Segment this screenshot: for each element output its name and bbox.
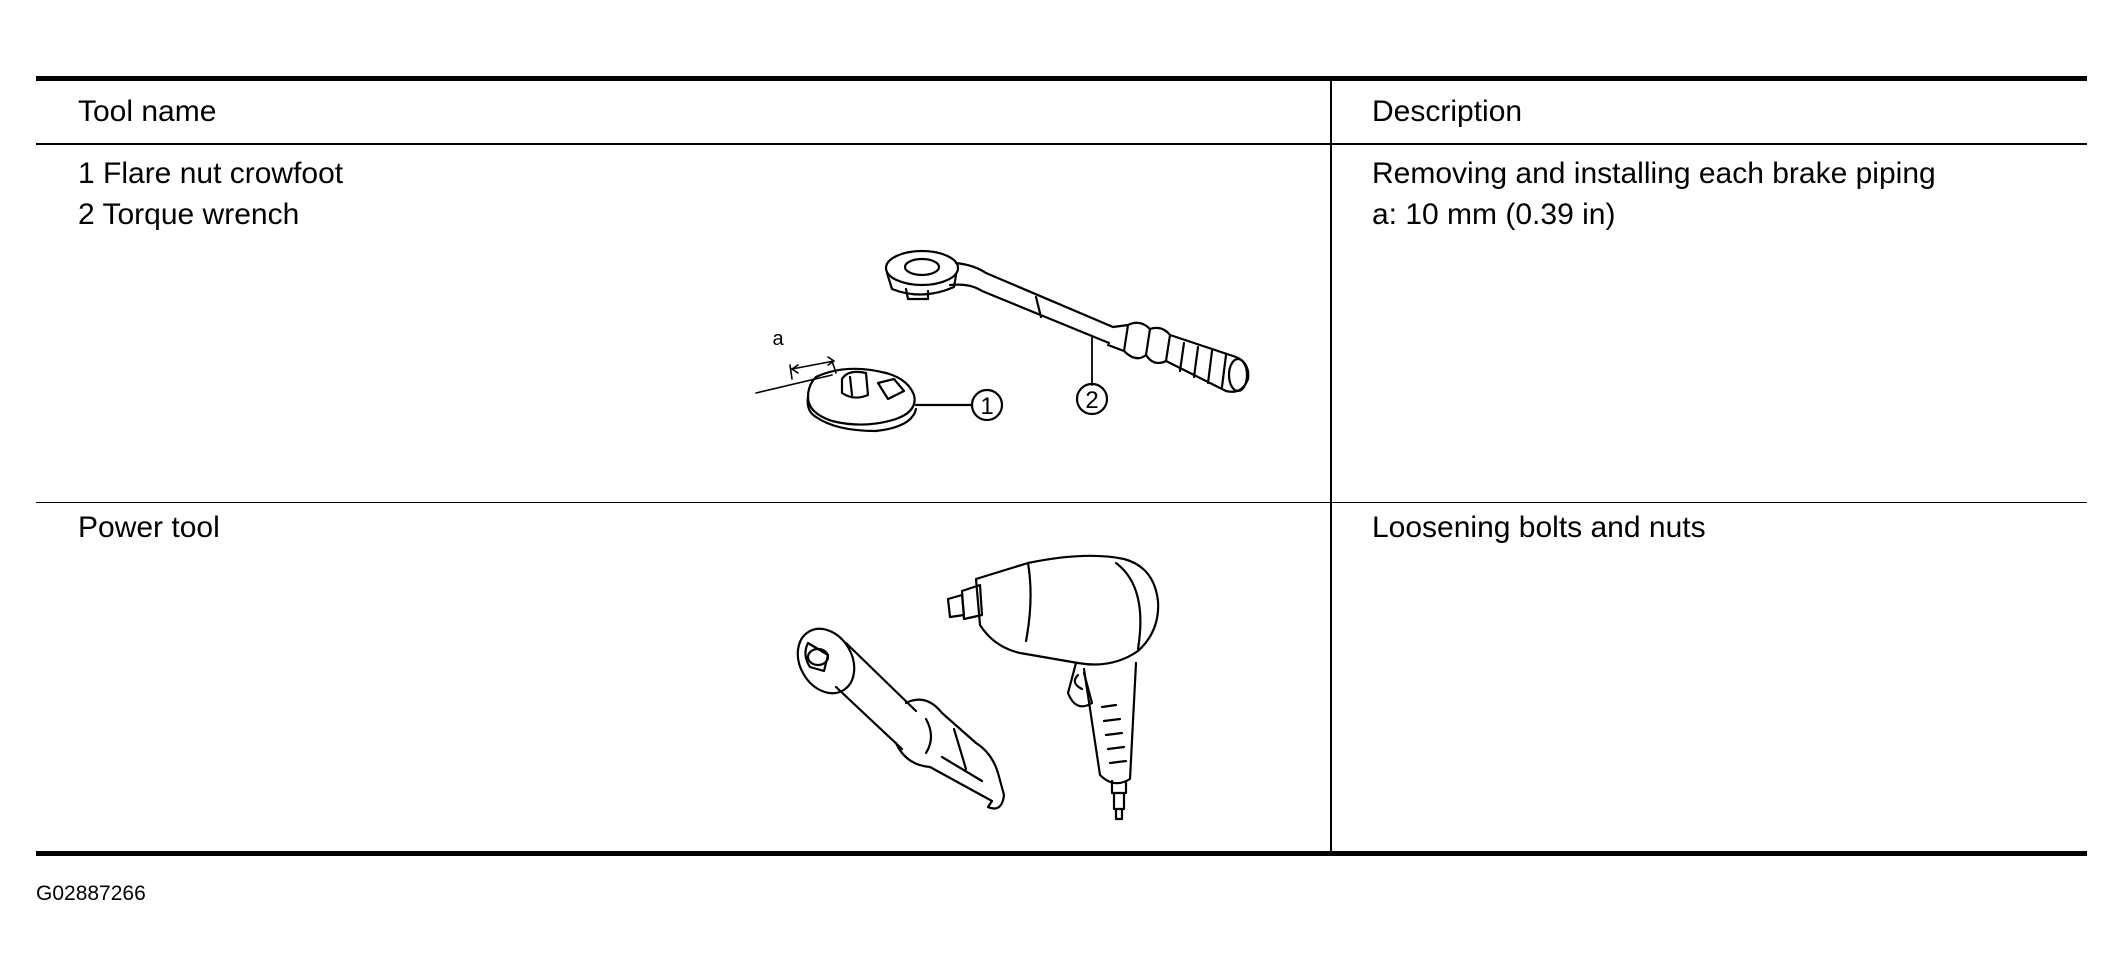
power-tool-illustration xyxy=(766,543,1286,833)
header-tool-name: Tool name xyxy=(78,95,217,128)
tool-line-crowfoot: 1 Flare nut crowfoot xyxy=(78,157,344,190)
table-row-power-tool: Power tool Loosening bolts and nuts xyxy=(36,503,2087,856)
figure-code: G02887266 xyxy=(36,882,146,905)
torque-wrench-icon xyxy=(884,249,1250,393)
air-ratchet-icon xyxy=(796,627,1006,810)
crowfoot-torque-wrench-illustration: 1 2 a xyxy=(736,225,1316,455)
description-line-1: Loosening bolts and nuts xyxy=(1372,511,1706,544)
callout-1-label: 1 xyxy=(980,393,993,420)
column-divider xyxy=(1330,81,1332,851)
impact-wrench-icon xyxy=(946,554,1160,821)
callout-2-label: 2 xyxy=(1085,387,1098,414)
description-line-2: a: 10 mm (0.39 in) xyxy=(1372,198,1616,231)
tool-line-torque-wrench: 2 Torque wrench xyxy=(78,198,300,231)
tool-name-cell: Power tool xyxy=(78,507,220,548)
flare-nut-crowfoot-icon xyxy=(806,367,974,433)
dimension-a-icon xyxy=(755,356,837,394)
tool-table: Tool name Description 1 Flare nut crowfo… xyxy=(36,76,2087,856)
dimension-a-label: a xyxy=(772,328,784,350)
header-description: Description xyxy=(1372,95,1523,128)
table-header-row: Tool name Description xyxy=(36,81,2087,145)
table-row-wrench: 1 Flare nut crowfoot 2 Torque wrench Rem… xyxy=(36,145,2087,503)
description-cell: Removing and installing each brake pipin… xyxy=(1372,153,1936,235)
tool-name-cell: 1 Flare nut crowfoot 2 Torque wrench xyxy=(78,153,343,235)
tool-line-power-tool: Power tool xyxy=(78,511,220,544)
description-line-1: Removing and installing each brake pipin… xyxy=(1372,157,1936,190)
description-cell: Loosening bolts and nuts xyxy=(1372,507,1706,548)
